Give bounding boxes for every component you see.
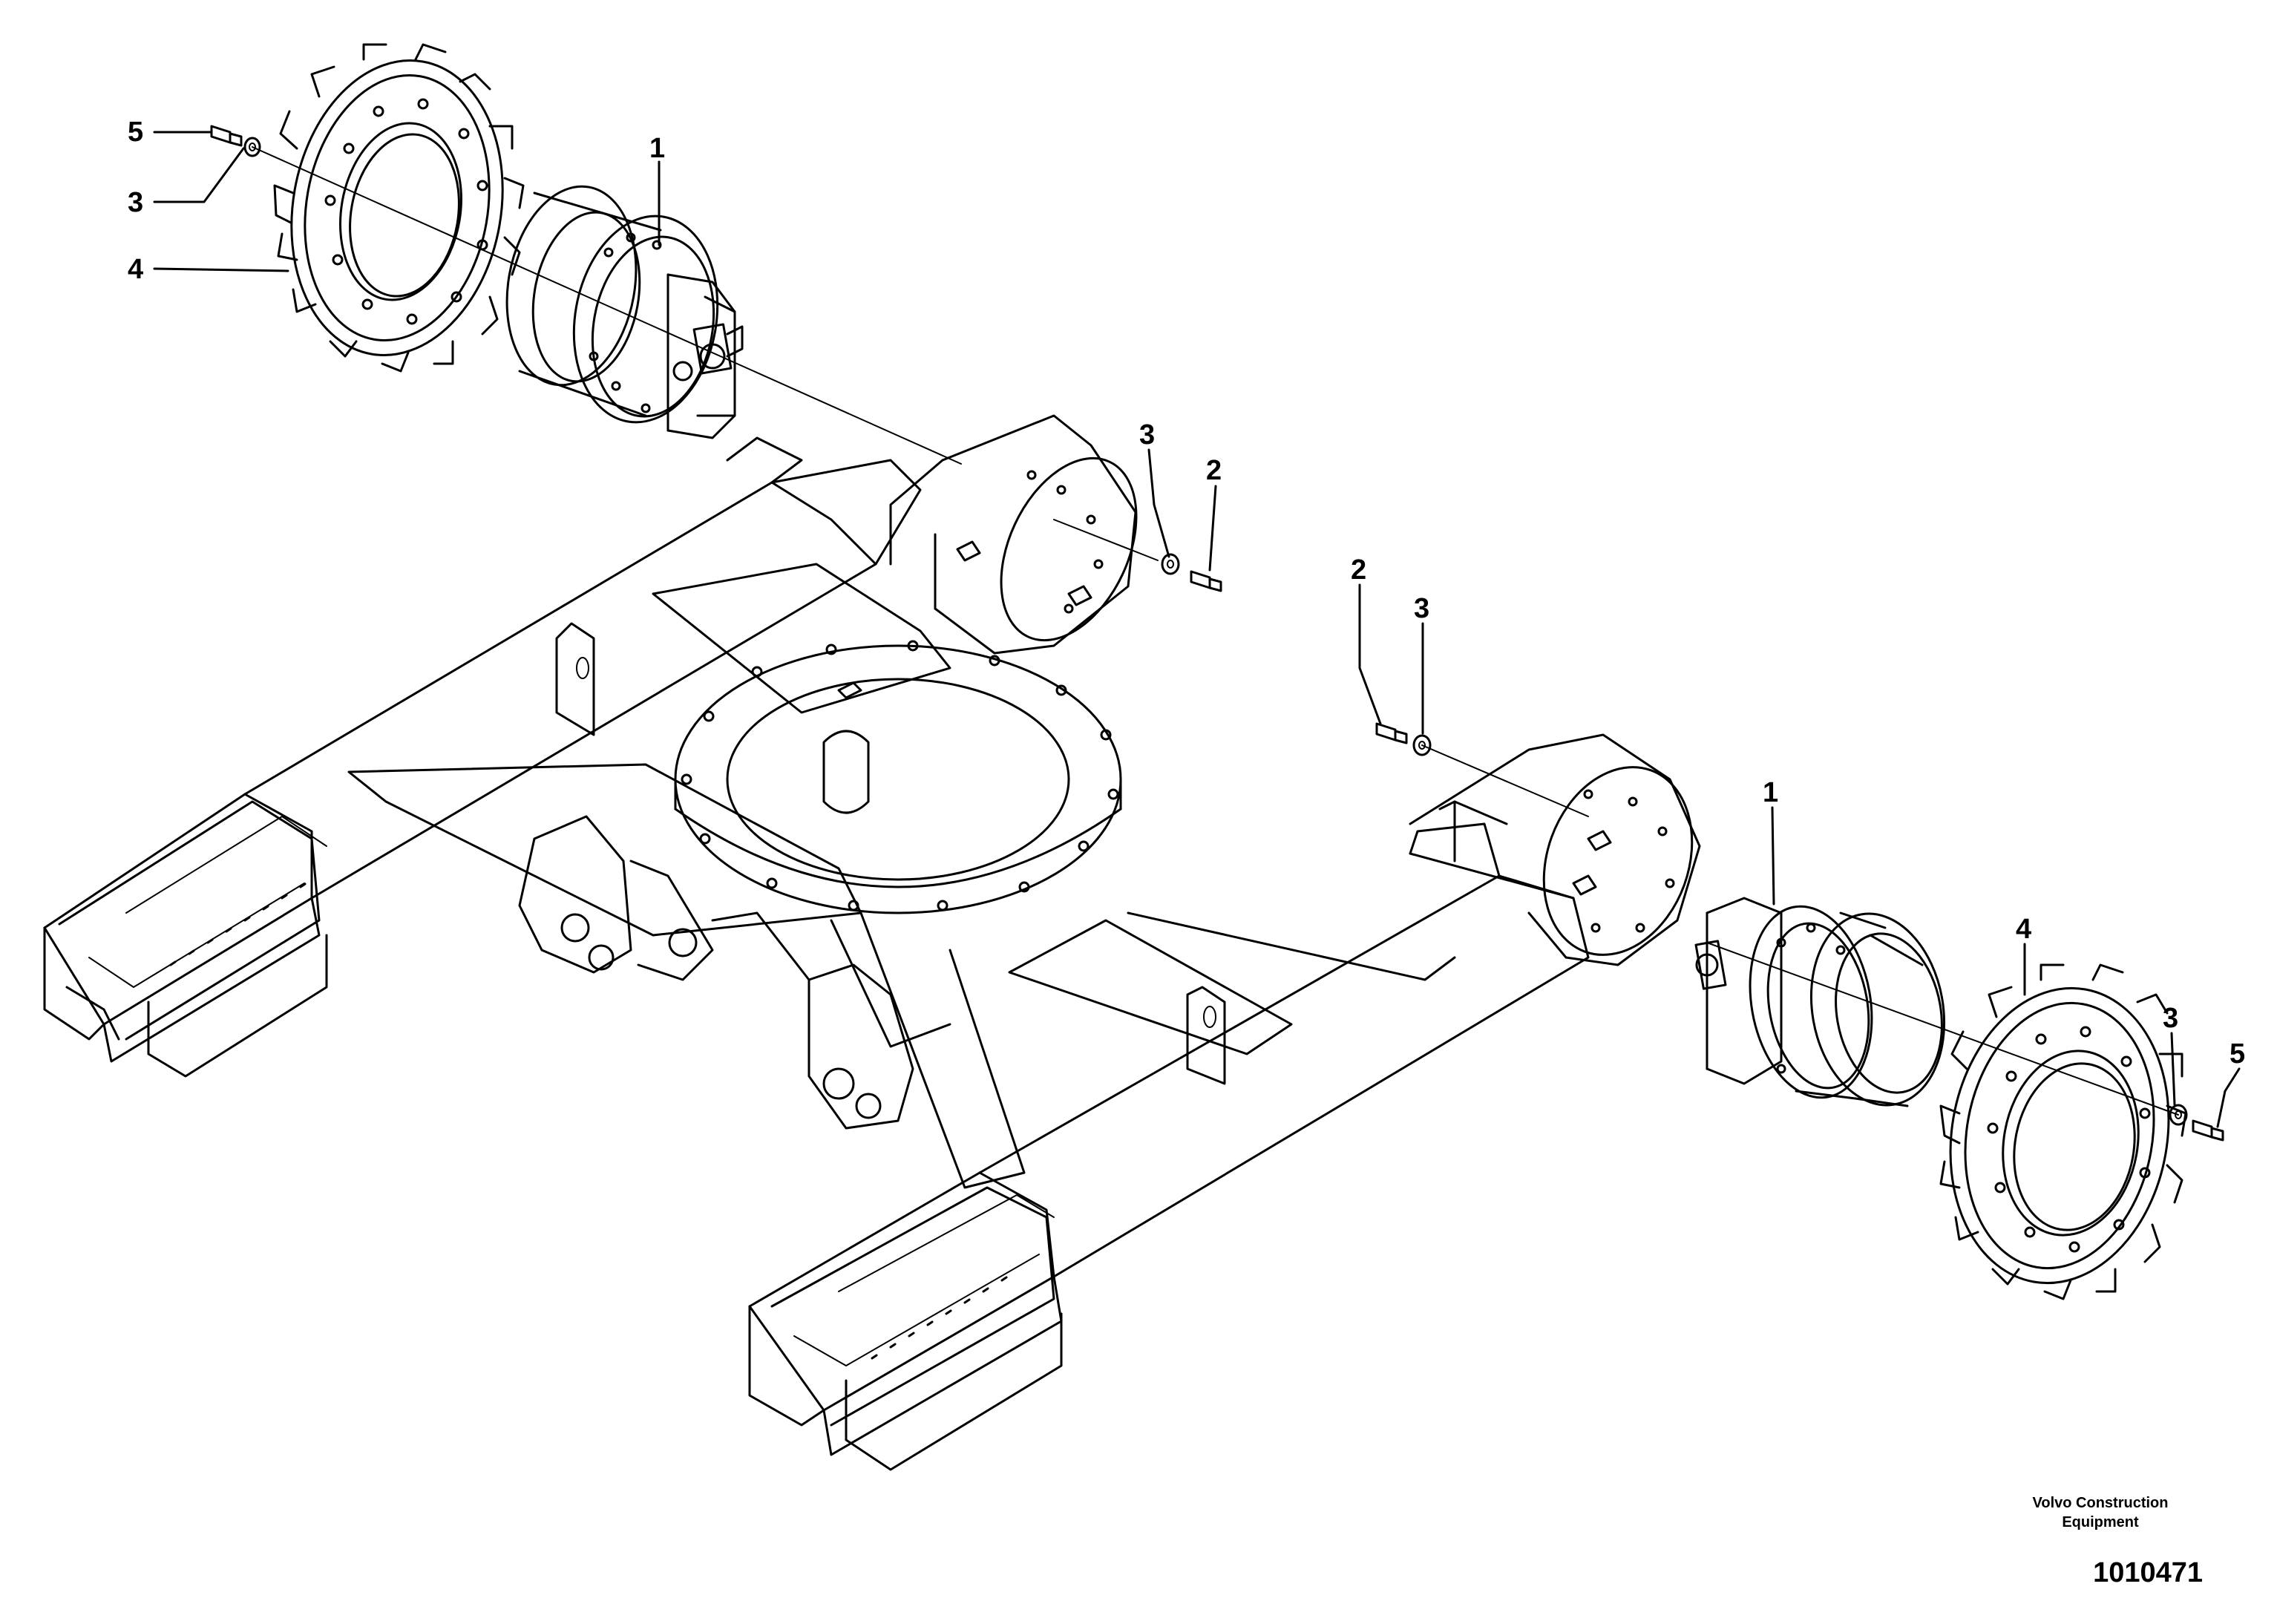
callout-4-top: 4 — [128, 254, 143, 285]
callout-1-top: 1 — [649, 133, 665, 164]
undercarriage-frame — [43, 414, 1701, 1471]
callout-1-bottom: 1 — [1763, 777, 1778, 808]
brand-line-1: Volvo Construction — [2032, 1495, 2169, 1511]
callout-3-bottom: 3 — [2163, 1003, 2178, 1034]
brand-label: Volvo Construction Equipment — [1989, 1493, 2212, 1532]
center-lines — [252, 146, 2179, 1116]
travel-motor-bottom — [1694, 897, 1946, 1107]
callout-3-top: 3 — [128, 187, 143, 218]
callout-3-mid-right: 3 — [1414, 593, 1429, 624]
sprocket-bottom — [1939, 963, 2187, 1300]
fasteners — [210, 125, 2224, 1142]
sprocket-top — [273, 43, 525, 373]
callout-5-bottom: 5 — [2230, 1038, 2245, 1070]
callout-5-top: 5 — [128, 117, 143, 148]
brand-line-2: Equipment — [2062, 1514, 2139, 1530]
drawing-number: 1010471 — [2093, 1557, 2203, 1588]
travel-motor-top — [505, 185, 744, 439]
callout-3-mid-left: 3 — [1139, 419, 1155, 451]
callout-2-mid-left: 2 — [1206, 455, 1222, 486]
callouts: 5 3 4 1 3 2 2 3 1 4 3 5 — [128, 117, 2245, 1070]
callout-2-mid-right: 2 — [1351, 554, 1366, 586]
callout-4-bottom: 4 — [2016, 914, 2031, 945]
leader-lines — [153, 131, 2241, 1128]
